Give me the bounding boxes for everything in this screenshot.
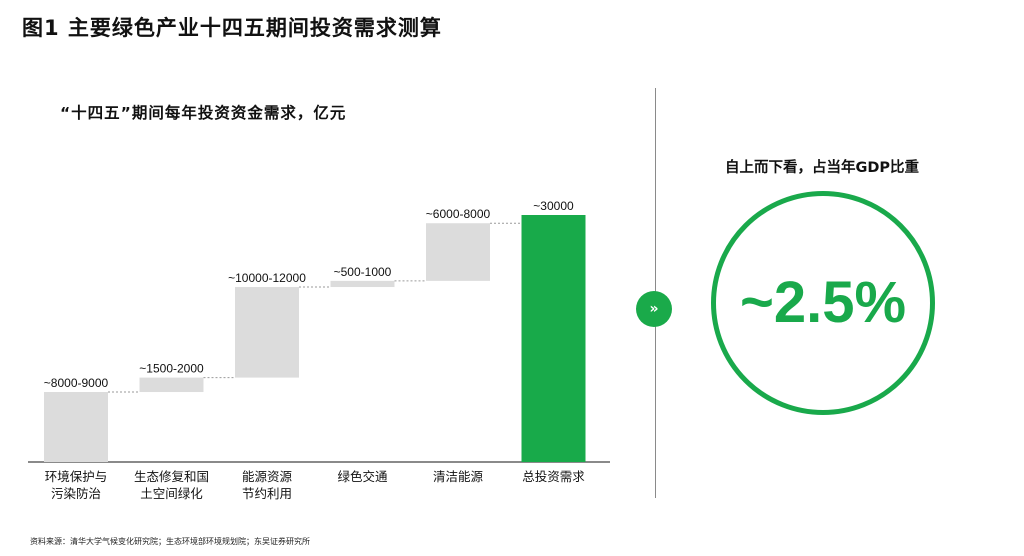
category-label-5-0: 总投资需求 (522, 469, 585, 484)
figure-title: 图1 主要绿色产业十四五期间投资需求测算 (22, 16, 442, 40)
category-label-3-0: 绿色交通 (337, 469, 388, 484)
category-label-4-0: 清洁能源 (433, 469, 484, 484)
bar-2 (235, 287, 299, 378)
category-label-1-0: 生态修复和国 (134, 469, 209, 484)
chart-title: “十四五”期间每年投资资金需求，亿元 (60, 104, 347, 122)
bar-3 (330, 280, 395, 288)
gdp-share-value: ~2.5% (739, 270, 907, 335)
gdp-share-title: 自上而下看，占当年GDP比重 (724, 160, 920, 176)
category-label-2-0: 能源资源 (242, 469, 293, 484)
double-chevron-right-icon: » (636, 291, 672, 327)
data-label-4: ~6000-8000 (426, 207, 491, 221)
source-note: 资料来源：清华大学气候变化研究院；生态环境部环境规划院；东吴证券研究所 (30, 537, 310, 546)
data-label-5: ~30000 (533, 199, 574, 213)
category-label-2-1: 节约利用 (242, 486, 292, 501)
data-label-0: ~8000-9000 (44, 376, 109, 390)
data-label-3: ~500-1000 (334, 265, 392, 279)
bar-5 (521, 215, 586, 462)
data-label-1: ~1500-2000 (139, 362, 204, 376)
category-label-0-0: 环境保护与 (45, 469, 108, 484)
data-label-2: ~10000-12000 (228, 271, 306, 285)
category-label-0-1: 污染防治 (51, 486, 101, 501)
gdp-share-ring (711, 191, 935, 415)
bar-4 (426, 223, 490, 281)
bar-0 (44, 392, 108, 462)
category-label-1-1: 土空间绿化 (140, 486, 203, 501)
bar-1 (139, 377, 204, 393)
